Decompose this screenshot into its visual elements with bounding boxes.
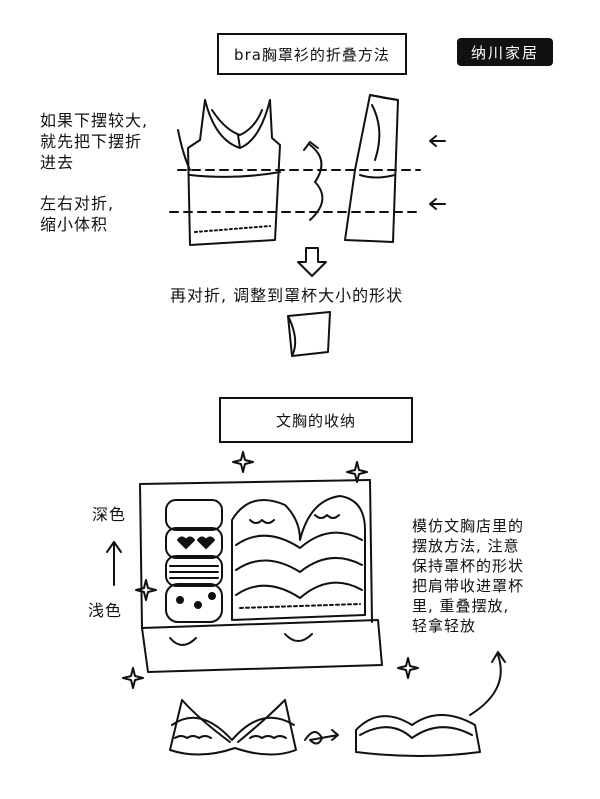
curve-arrow-icon (469, 651, 506, 716)
folded-bra-illustration (355, 714, 481, 757)
step-caption: 再对折, 调整到罩杯大小的形状 (170, 286, 404, 305)
sparkle-icon (135, 579, 157, 601)
label-light: 浅色 (88, 601, 123, 620)
sparkle-icon (122, 667, 144, 689)
label-dark: 深色 (92, 505, 127, 524)
brand-badge: 纳川家居 (457, 38, 553, 66)
folded-cup-illustration (287, 311, 331, 357)
camisole-illustration (187, 99, 281, 246)
swirl-arrow-icon (304, 729, 339, 745)
up-arrow-icon (106, 541, 122, 586)
drawer-illustration (139, 479, 383, 673)
rolled-items-illustration (165, 499, 223, 623)
section2-title: 文胸的收纳 (219, 397, 413, 443)
folded-camisole-illustration (344, 94, 399, 243)
arrow-left-icon (429, 135, 446, 147)
note-fold-in-half: 左右对折, 缩小体积 (40, 194, 115, 234)
storage-tip: 模仿文胸店里的 摆放方法, 注意 保持罩杯的形状 把肩带收进罩杯 里, 重叠摆放… (412, 517, 525, 635)
sparkle-icon (346, 461, 368, 483)
section1-title: bra胸罩衫的折叠方法 (217, 33, 407, 75)
note-tuck-hem: 如果下摆较大, 就先把下摆折 进去 (40, 111, 149, 172)
arrow-left-icon (429, 198, 446, 210)
bra-illustration (169, 699, 297, 756)
sparkle-icon (232, 451, 254, 473)
sparkle-icon (397, 657, 419, 679)
stacked-bras-illustration (231, 495, 366, 621)
curl-arrow-icon (309, 144, 324, 221)
down-arrow-icon (297, 247, 327, 277)
